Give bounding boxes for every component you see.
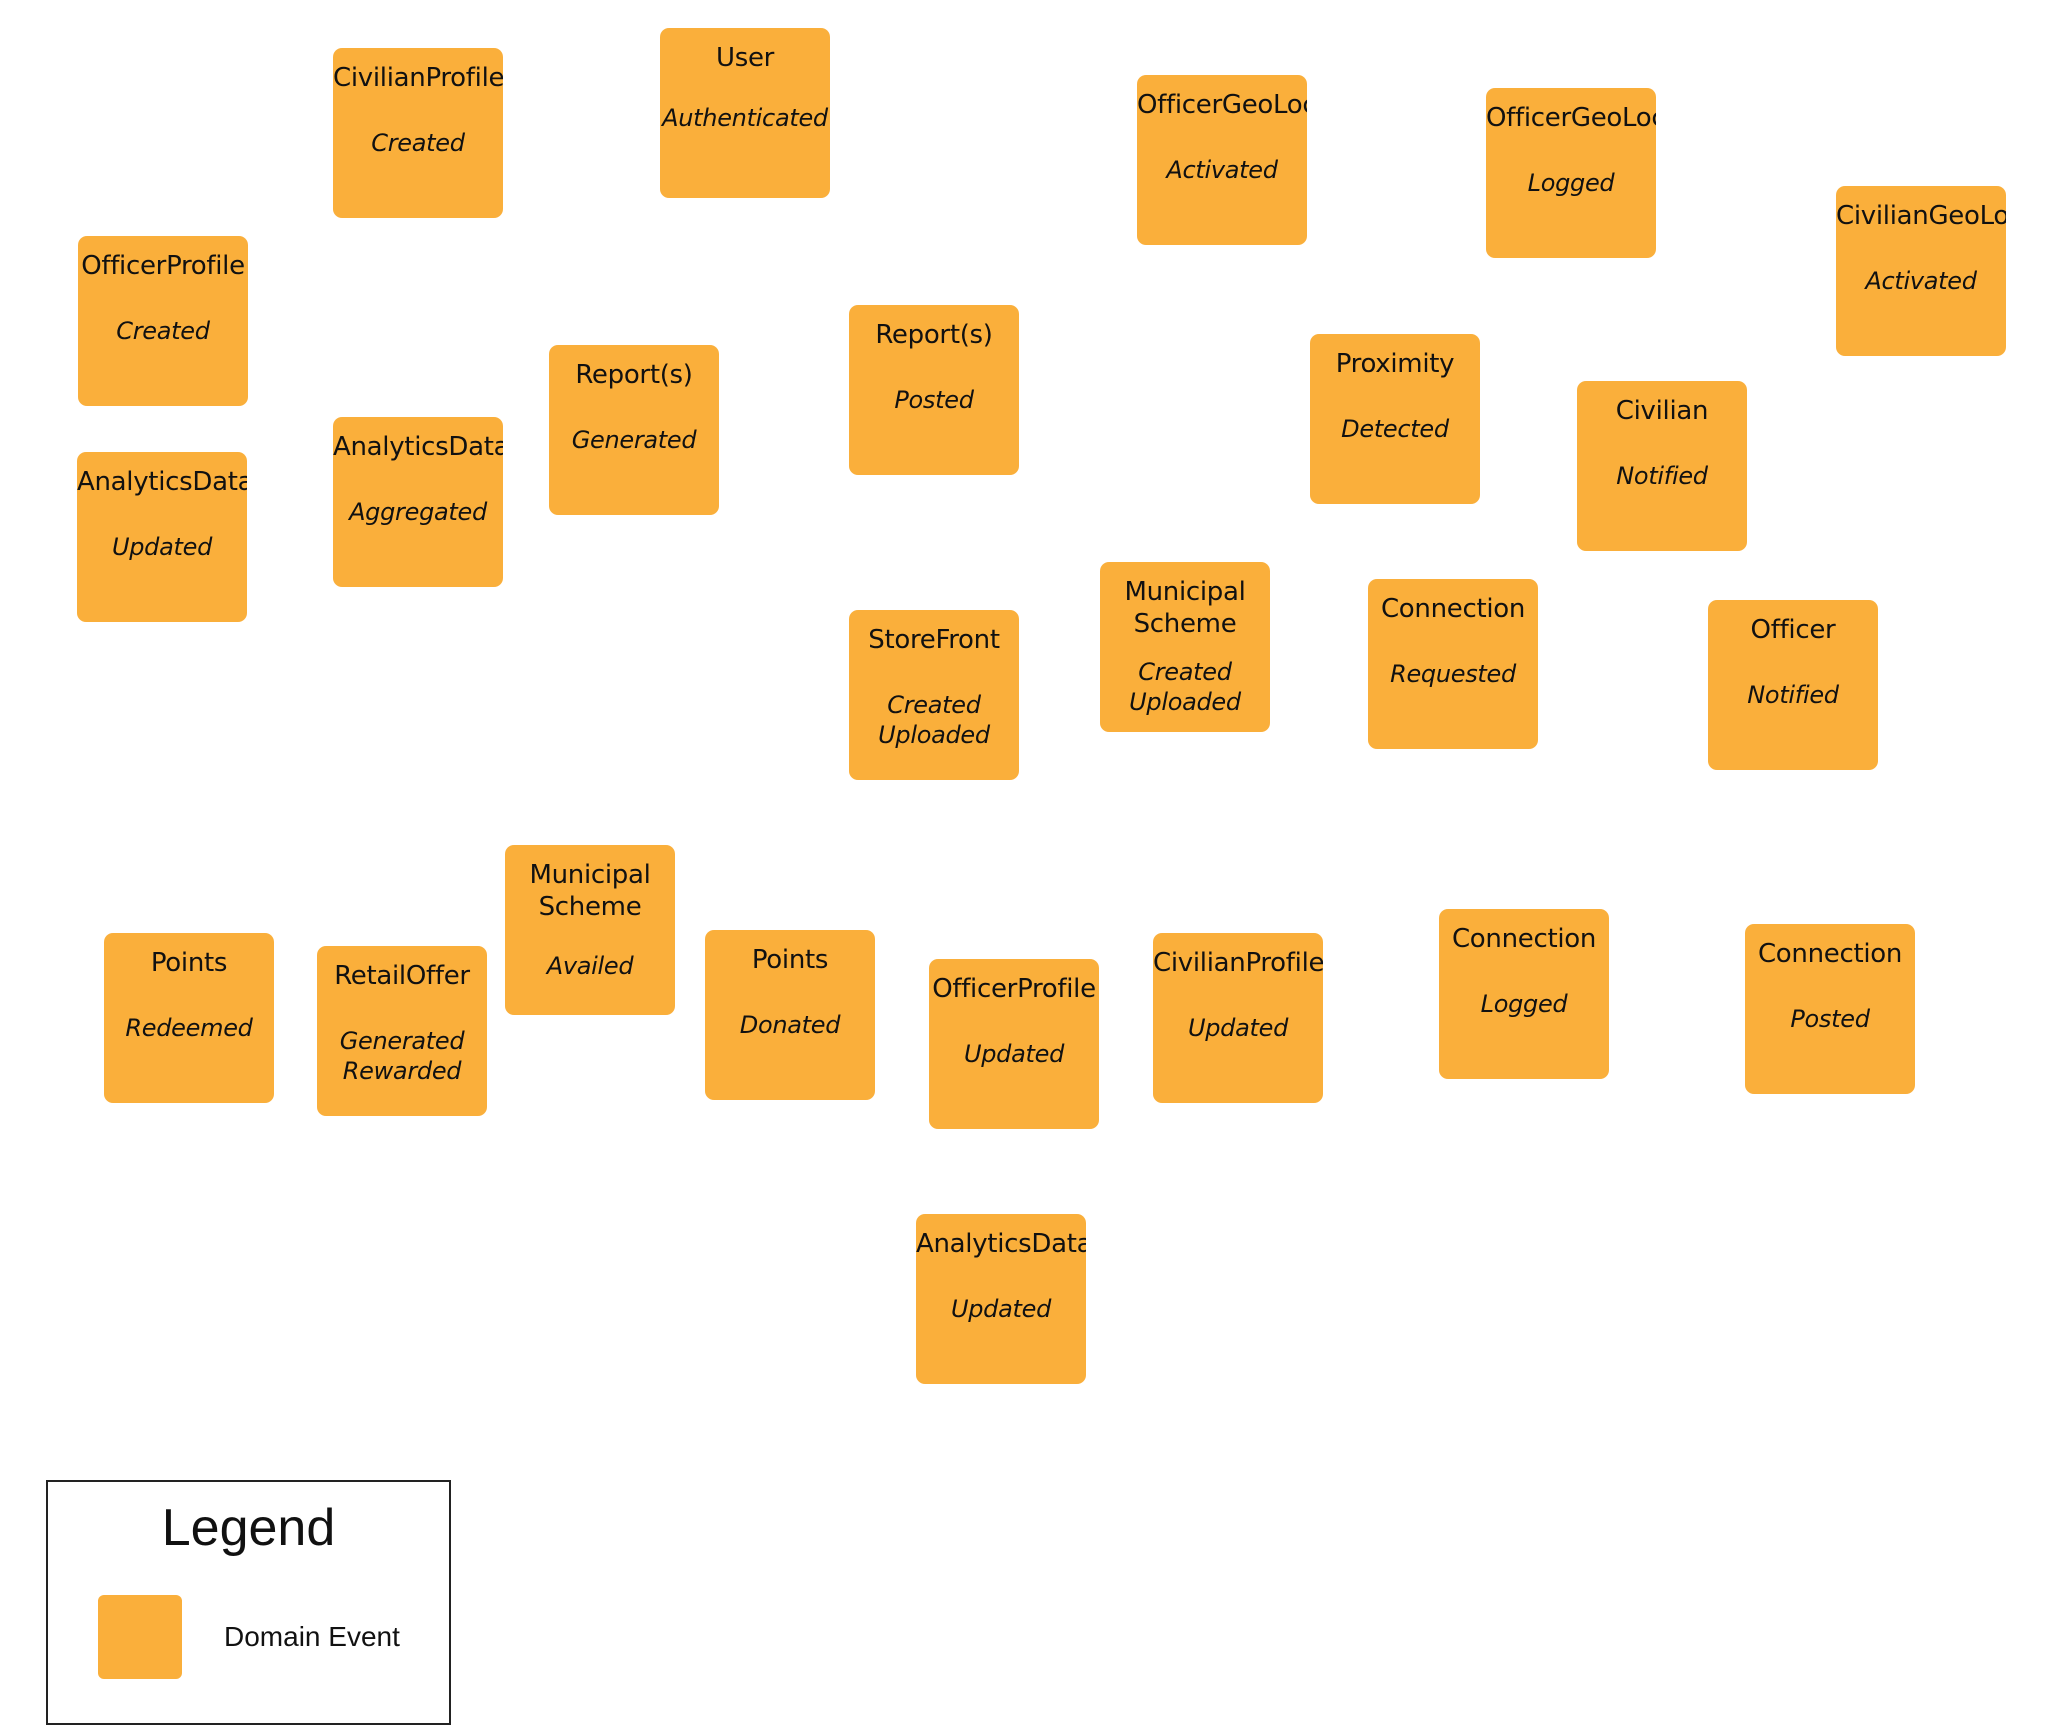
event-noun: Points — [150, 948, 228, 978]
event-noun: Connection — [1380, 594, 1526, 624]
event-civilian-profile-updated[interactable]: CivilianProfile Updated — [1153, 933, 1323, 1103]
event-verb: Posted — [1790, 1005, 1870, 1033]
event-verb: Detected — [1341, 415, 1449, 443]
event-verb: Updated — [1187, 1014, 1289, 1042]
event-verb: Donated — [739, 1011, 841, 1039]
event-analytics-data-updated-bottom[interactable]: AnalyticsData Updated — [916, 1214, 1086, 1384]
event-connection-posted[interactable]: Connection Posted — [1745, 924, 1915, 1094]
event-municipal-scheme-created-uploaded[interactable]: Municipal Scheme Created Uploaded — [1100, 562, 1270, 732]
event-noun: Officer — [1750, 615, 1836, 645]
event-connection-requested[interactable]: Connection Requested — [1368, 579, 1538, 749]
event-points-donated[interactable]: Points Donated — [705, 930, 875, 1100]
event-noun: Points — [751, 945, 829, 975]
event-connection-logged[interactable]: Connection Logged — [1439, 909, 1609, 1079]
event-noun: OfficerGeoLoc — [1486, 103, 1656, 133]
event-officer-notified[interactable]: Officer Notified — [1708, 600, 1878, 770]
event-noun: OfficerProfile — [932, 974, 1096, 1004]
event-noun: AnalyticsData — [916, 1229, 1086, 1259]
event-noun: Connection — [1757, 939, 1903, 969]
event-verb: Generated Rewarded — [339, 1027, 465, 1085]
event-verb: Posted — [894, 386, 974, 414]
event-verb: Updated — [111, 533, 213, 561]
event-verb: Logged — [1480, 990, 1568, 1018]
event-verb: Activated — [1865, 267, 1977, 295]
legend-domain-event-swatch — [98, 1595, 182, 1679]
event-analytics-data-aggregated[interactable]: AnalyticsData Aggregated — [333, 417, 503, 587]
event-verb: Created — [371, 129, 465, 157]
event-noun: Proximity — [1335, 349, 1455, 379]
event-noun: AnalyticsData — [333, 432, 503, 462]
event-officer-profile-created[interactable]: OfficerProfile Created — [78, 236, 248, 406]
legend: Legend Domain Event — [46, 1480, 451, 1725]
event-retail-offer-generated-rewarded[interactable]: RetailOffer Generated Rewarded — [317, 946, 487, 1116]
legend-domain-event-label: Domain Event — [224, 1621, 400, 1652]
event-noun: User — [715, 43, 775, 73]
event-civilian-profile-created[interactable]: CivilianProfile Created — [333, 48, 503, 218]
event-civilian-notified[interactable]: Civilian Notified — [1577, 381, 1747, 551]
event-officer-profile-updated[interactable]: OfficerProfile Updated — [929, 959, 1099, 1129]
event-verb: Authenticated — [662, 104, 828, 132]
event-verb: Notified — [1747, 681, 1839, 709]
event-noun: OfficerGeoLoc — [1137, 90, 1307, 120]
event-verb: Logged — [1527, 169, 1615, 197]
event-verb: Notified — [1616, 462, 1708, 490]
event-officer-geoloc-activated[interactable]: OfficerGeoLoc Activated — [1137, 75, 1307, 245]
event-user-authenticated[interactable]: User Authenticated — [660, 28, 830, 198]
event-verb: Aggregated — [349, 498, 487, 526]
event-storefront-created-uploaded[interactable]: StoreFront Created Uploaded — [849, 610, 1019, 780]
event-proximity-detected[interactable]: Proximity Detected — [1310, 334, 1480, 504]
legend-title: Legend — [161, 1499, 336, 1557]
event-noun: Report(s) — [575, 360, 693, 390]
event-points-redeemed[interactable]: Points Redeemed — [104, 933, 274, 1103]
event-reports-generated[interactable]: Report(s) Generated — [549, 345, 719, 515]
event-noun: StoreFront — [868, 625, 1000, 655]
event-noun: Municipal Scheme — [529, 860, 651, 922]
event-verb: Generated — [571, 426, 697, 454]
event-noun: AnalyticsData — [77, 467, 247, 497]
event-noun: RetailOffer — [334, 961, 470, 991]
event-verb: Created Uploaded — [878, 691, 990, 749]
event-verb: Created Uploaded — [1129, 658, 1241, 716]
event-verb: Redeemed — [125, 1014, 253, 1042]
event-noun: OfficerProfile — [81, 251, 245, 281]
event-noun: CivilianGeoLoc — [1836, 201, 2006, 231]
event-noun: Civilian — [1615, 396, 1709, 426]
event-noun: CivilianProfile — [1153, 948, 1323, 978]
event-noun: Report(s) — [875, 320, 993, 350]
event-verb: Created — [116, 317, 210, 345]
event-officer-geoloc-logged[interactable]: OfficerGeoLoc Logged — [1486, 88, 1656, 258]
event-analytics-data-updated[interactable]: AnalyticsData Updated — [77, 452, 247, 622]
event-reports-posted[interactable]: Report(s) Posted — [849, 305, 1019, 475]
event-noun: CivilianProfile — [333, 63, 503, 93]
event-verb: Requested — [1390, 660, 1516, 688]
event-verb: Updated — [950, 1295, 1052, 1323]
event-verb: Activated — [1166, 156, 1278, 184]
event-municipal-scheme-availed[interactable]: Municipal Scheme Availed — [505, 845, 675, 1015]
event-noun: Connection — [1451, 924, 1597, 954]
event-noun: Municipal Scheme — [1124, 577, 1246, 639]
event-civilian-geoloc-activated[interactable]: CivilianGeoLoc Activated — [1836, 186, 2006, 356]
event-verb: Availed — [546, 952, 634, 980]
event-verb: Updated — [963, 1040, 1065, 1068]
